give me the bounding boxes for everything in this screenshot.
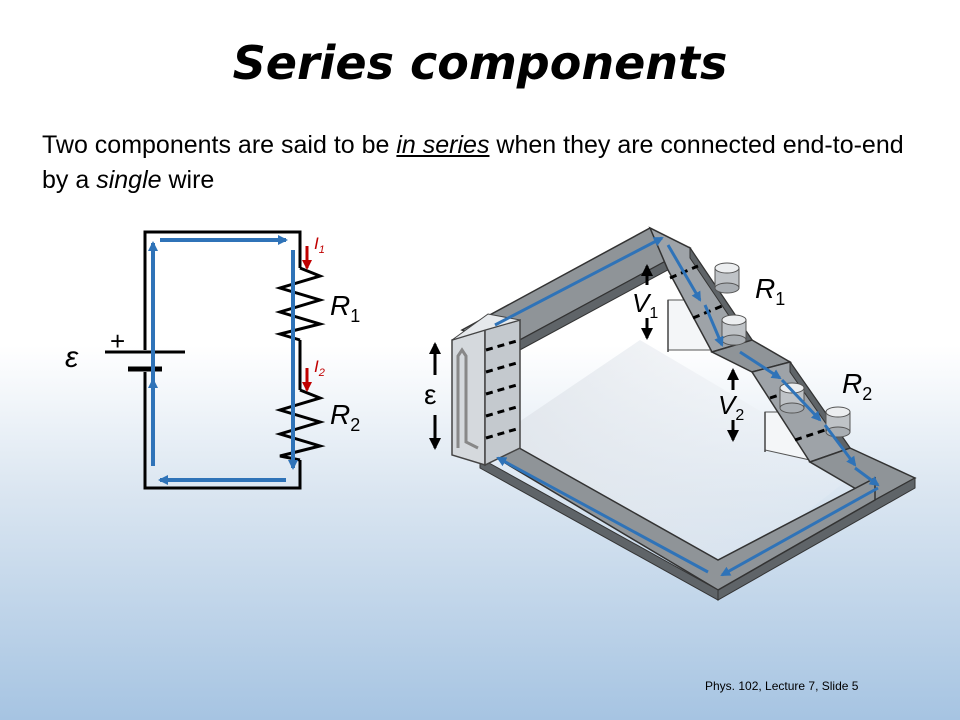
resistor-1-zigzag	[274, 266, 326, 342]
resistor-1-letter: R	[330, 290, 350, 321]
resistor-2-zigzag	[274, 388, 326, 462]
model-emf-label: ε	[424, 379, 436, 410]
peg-2-icon	[721, 314, 747, 346]
floor-shadow	[485, 340, 860, 580]
model-resistor-2-label: R2	[842, 368, 872, 404]
resistor-2-label: R2	[330, 399, 360, 435]
slide-footer: Phys. 102, Lecture 7, Slide 5	[705, 679, 859, 693]
pump-dashes	[485, 338, 521, 440]
intro-in-series: in series	[396, 131, 490, 159]
intro-after: wire	[161, 166, 215, 194]
resistor-2-sub: 2	[350, 415, 360, 435]
schematic-emf-label: ε	[65, 341, 79, 374]
intro-middle: when they are connected end-to-end by a	[42, 131, 904, 194]
model-resistor-1-label: R1	[755, 273, 785, 309]
peg-4-icon	[825, 406, 851, 438]
lower-channel-front	[479, 457, 719, 601]
water-flow-arrows	[494, 236, 880, 577]
battery-plus-sign: +	[110, 326, 125, 356]
model-resistor-1-sub: 1	[775, 289, 785, 309]
resistor-1-sub: 1	[350, 306, 360, 326]
slide-title: Series components	[232, 36, 728, 90]
intro-text: Two components are said to be in series …	[42, 128, 922, 198]
resistor-1-label: R1	[330, 290, 360, 326]
current-1-label: I1	[314, 234, 325, 256]
peg-1-icon	[714, 262, 740, 294]
series-schematic: ε + I1 I2 R1 R2	[65, 230, 360, 490]
current-2-label: I2	[314, 357, 325, 379]
voltage-2-label: V2	[718, 390, 744, 424]
current-2-letter: I	[314, 357, 319, 376]
bottom-wire	[143, 372, 302, 490]
current-1-sub: 1	[319, 244, 325, 256]
model-resistor-2-letter: R	[842, 368, 862, 399]
intro-before: Two components are said to be	[42, 131, 397, 159]
voltage-1-letter: V	[632, 288, 652, 318]
model-resistor-1-letter: R	[755, 273, 775, 304]
resistor-2-letter: R	[330, 399, 350, 430]
current-2-sub: 2	[318, 367, 325, 379]
pump-pipe-icon	[456, 347, 479, 450]
intro-single: single	[96, 166, 162, 194]
model-resistor-2-sub: 2	[862, 384, 872, 404]
voltage-2-letter: V	[718, 390, 738, 420]
voltage-2-sub: 2	[735, 407, 744, 424]
current-1-letter: I	[314, 234, 319, 253]
top-wire	[143, 230, 302, 350]
water-channel-model: ε V1 V2 R1 R2	[424, 226, 917, 601]
voltage-1-label: V1	[632, 288, 658, 322]
voltage-1-sub: 1	[649, 305, 658, 322]
